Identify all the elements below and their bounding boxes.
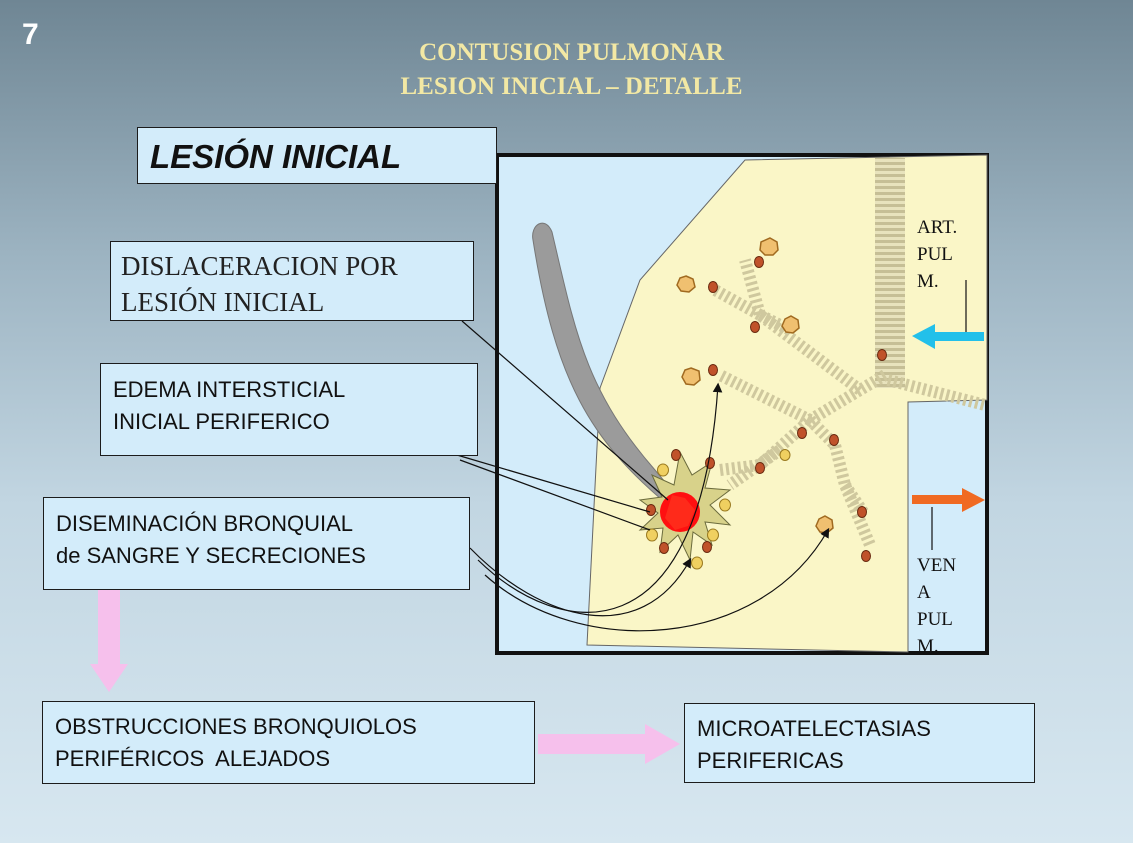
art-pulm-line-1: ART. xyxy=(917,217,958,238)
vena-pulm-line-3: PUL xyxy=(917,609,953,630)
dislaceracion-box: DISLACERACION POR LESIÓN INICIAL xyxy=(110,241,474,321)
microatelectasias-line-1: MICROATELECTASIAS xyxy=(697,716,931,741)
edema-line-1: EDEMA INTERSTICIAL xyxy=(113,377,346,402)
edema-box: EDEMA INTERSTICIAL INICIAL PERIFERICO xyxy=(100,363,478,456)
vessel-branches xyxy=(712,258,987,548)
slide-title: CONTUSION PULMONAR LESION INICIAL – DETA… xyxy=(0,36,1133,104)
vena-pulm-line-4: M. xyxy=(917,636,939,657)
lesion-inicial-box: LESIÓN INICIAL xyxy=(137,127,497,184)
flow-arrow-right xyxy=(538,724,680,764)
flow-arrow-down xyxy=(90,590,128,692)
vein-arrow xyxy=(912,488,985,550)
dislaceracion-line-2: LESIÓN INICIAL xyxy=(121,287,325,317)
artery-arrow xyxy=(912,280,984,349)
microatelectasias-box: MICROATELECTASIAS PERIFERICAS xyxy=(684,703,1035,783)
dislaceracion-line-1: DISLACERACION POR xyxy=(121,251,398,281)
art-pulm-line-2: PUL xyxy=(917,244,953,265)
art-pulm-label: ART. PUL M. xyxy=(917,214,957,295)
slide-number: 7 xyxy=(22,18,39,51)
obstrucciones-box: OBSTRUCCIONES BRONQUIOLOS PERIFÉRICOS AL… xyxy=(42,701,535,784)
vena-pulm-label: VEN A PUL M. xyxy=(917,552,956,660)
art-pulm-line-3: M. xyxy=(917,271,939,292)
diseminacion-box: DISEMINACIÓN BRONQUIAL de SANGRE Y SECRE… xyxy=(43,497,470,590)
connector-lines xyxy=(456,320,669,531)
edema-line-2: INICIAL PERIFERICO xyxy=(113,409,330,434)
title-line-1: CONTUSION PULMONAR xyxy=(419,39,724,66)
bronchus xyxy=(532,222,681,506)
vena-pulm-line-2: A xyxy=(917,582,931,603)
obstrucciones-line-2: PERIFÉRICOS ALEJADOS xyxy=(55,746,331,771)
alveoli xyxy=(676,237,834,534)
dissemination-curves xyxy=(469,382,830,632)
microatelectasias-line-2: PERIFERICAS xyxy=(697,748,844,773)
title-line-2: LESION INICIAL – DETALLE xyxy=(400,73,743,100)
vena-pulm-line-1: VEN xyxy=(917,555,957,576)
diseminacion-line-1: DISEMINACIÓN BRONQUIAL xyxy=(56,511,354,536)
yellow-dots xyxy=(646,449,791,570)
obstrucciones-line-1: OBSTRUCCIONES BRONQUIOLOS xyxy=(55,714,417,739)
diseminacion-line-2: de SANGRE Y SECRECIONES xyxy=(56,543,366,568)
